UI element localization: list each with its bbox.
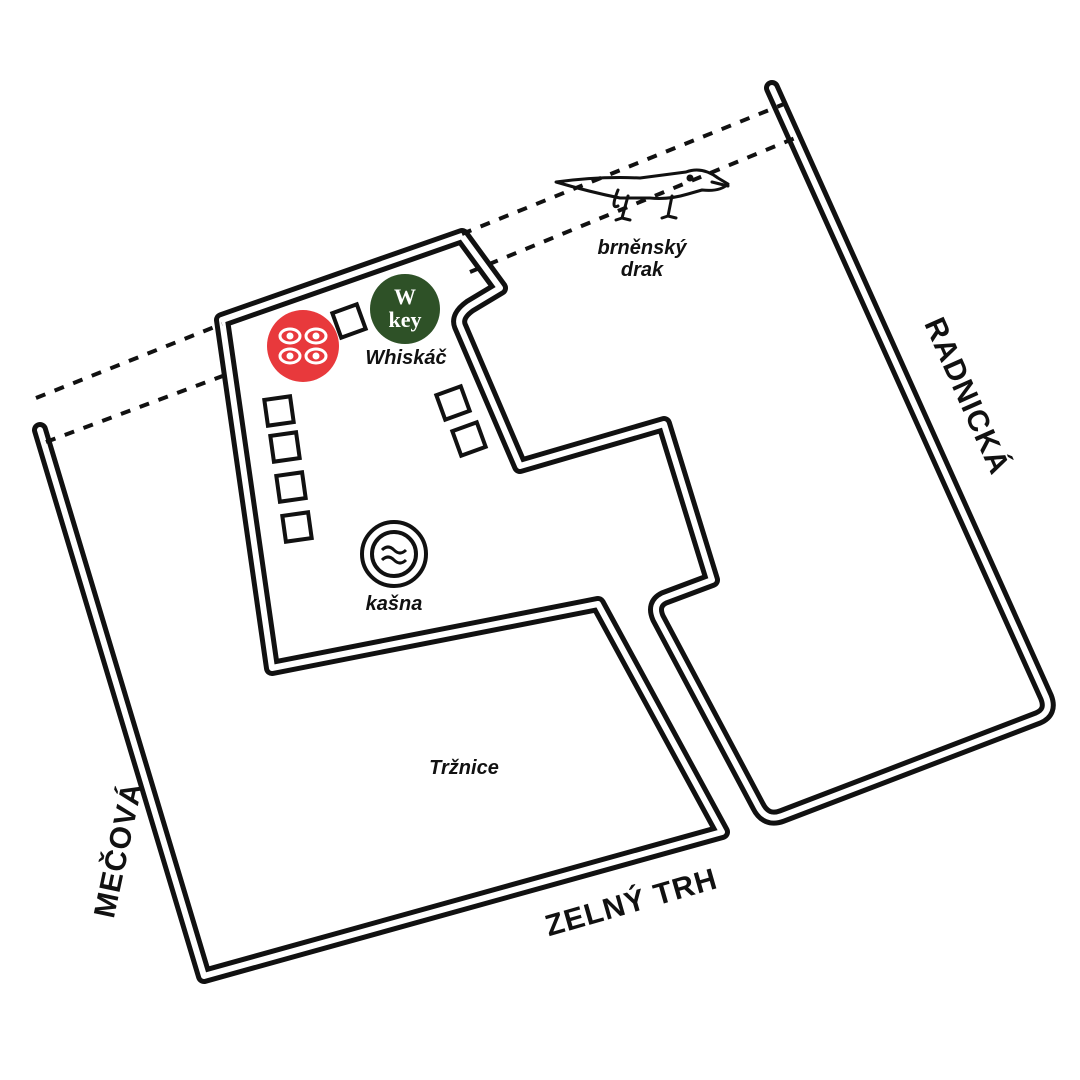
knot-pattern-icon [267,310,339,382]
stall [280,510,314,544]
building-radnicka [32,80,1056,984]
kasna-label: kašna [366,593,423,615]
stall [449,419,489,459]
trznice-label: Tržnice [429,757,499,779]
market-stalls [262,301,489,544]
dragon-label-line2: drak [621,259,664,281]
dragon-icon [554,168,730,222]
stall [268,430,302,464]
whiskey-logo-top: W [394,284,416,309]
dotted-paths [35,102,801,444]
whiskac-label: Whiskáč [365,347,446,369]
stall [329,301,369,341]
dragon-label-line1: brněnský [598,237,688,259]
whiskey-logo-icon: W key [370,274,440,344]
street-mecova: MEČOVÁ [87,779,149,921]
stall [274,470,308,504]
stall [262,394,296,428]
whiskey-logo-bottom: key [389,307,422,332]
fountain-icon [360,520,428,588]
stall [433,383,473,423]
